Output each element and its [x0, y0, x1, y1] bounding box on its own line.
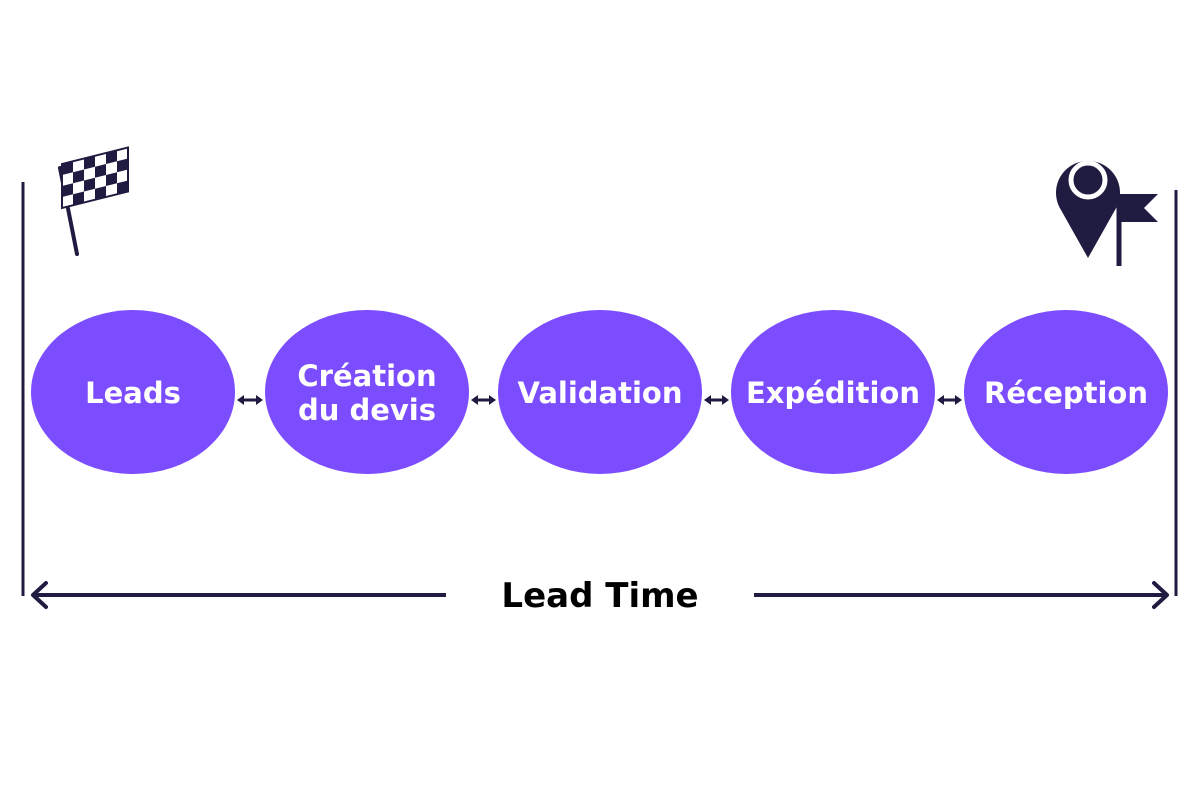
stage-connector: [937, 395, 962, 405]
stage-ellipse: [265, 310, 469, 474]
stage-reception: Réception: [964, 310, 1168, 474]
stage-label: Réception: [984, 376, 1148, 410]
stage-label: du devis: [298, 393, 436, 427]
location-pin-flag-icon: [1056, 160, 1158, 266]
stage-ellipse: [31, 310, 235, 474]
stage-label: Création: [297, 359, 436, 393]
stage-label: Validation: [517, 376, 682, 410]
stage-label: Leads: [85, 376, 181, 410]
stage-ellipse: [498, 310, 702, 474]
lead-time-label: Lead Time: [501, 576, 698, 616]
stage-expedition: Expédition: [731, 310, 935, 474]
stage-leads: Leads: [31, 310, 235, 474]
stage-label: Expédition: [746, 376, 920, 410]
stage-ellipse: [964, 310, 1168, 474]
stage-connector: [704, 395, 729, 405]
stage-validation: Validation: [498, 310, 702, 474]
lead-time-arrow: [31, 581, 1169, 609]
stage-connector: [237, 395, 263, 405]
stage-ellipse: [731, 310, 935, 474]
checkered-flag-icon: [58, 146, 129, 256]
connectors-group: [237, 395, 962, 405]
stage-connector: [471, 395, 496, 405]
